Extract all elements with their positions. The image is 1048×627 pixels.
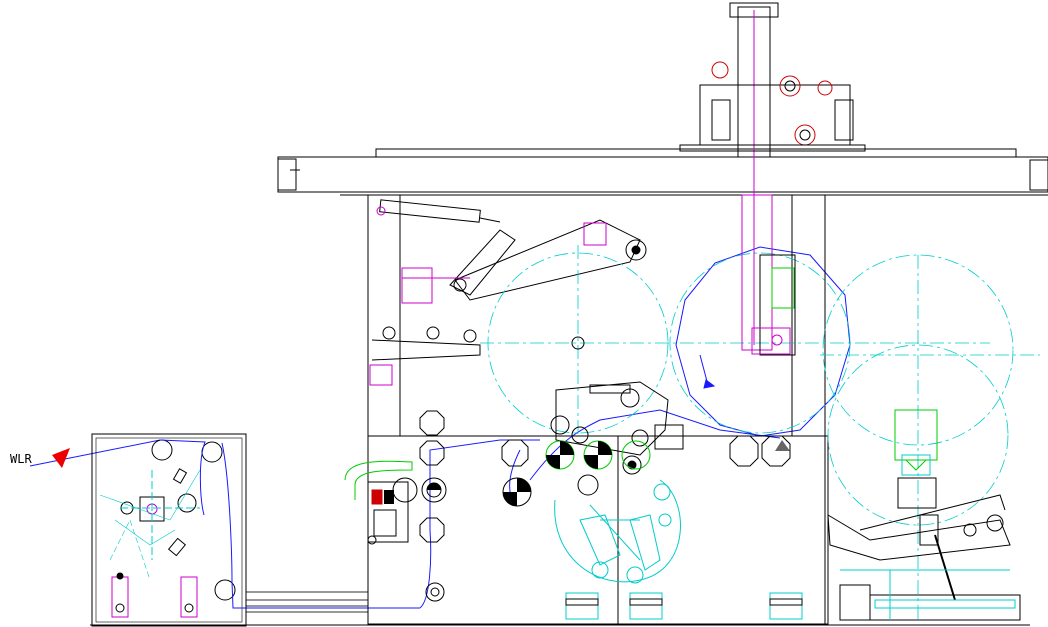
arrow-icon xyxy=(703,379,716,389)
bearing-blocks xyxy=(565,592,803,620)
red-triangle-arrow-icon xyxy=(52,448,70,468)
rewind-stand xyxy=(827,409,1021,621)
drive-unit xyxy=(344,460,413,545)
web-path xyxy=(159,246,851,609)
idler-rollers xyxy=(392,410,791,602)
nip-rollers xyxy=(502,440,651,507)
base-link xyxy=(245,591,369,613)
web-entry: WLR xyxy=(10,439,161,468)
roller-marks xyxy=(427,440,790,490)
unwind-stand xyxy=(91,433,247,627)
roll-center xyxy=(571,336,585,350)
swing-arm xyxy=(369,199,647,386)
nip-section xyxy=(550,381,684,475)
entry-web-line xyxy=(29,439,161,467)
turret-column xyxy=(679,2,866,356)
lower-mechanism xyxy=(554,479,681,584)
web-entry-label: WLR xyxy=(10,452,32,466)
roll-outlines xyxy=(480,245,1040,620)
main-frame xyxy=(90,148,1048,626)
